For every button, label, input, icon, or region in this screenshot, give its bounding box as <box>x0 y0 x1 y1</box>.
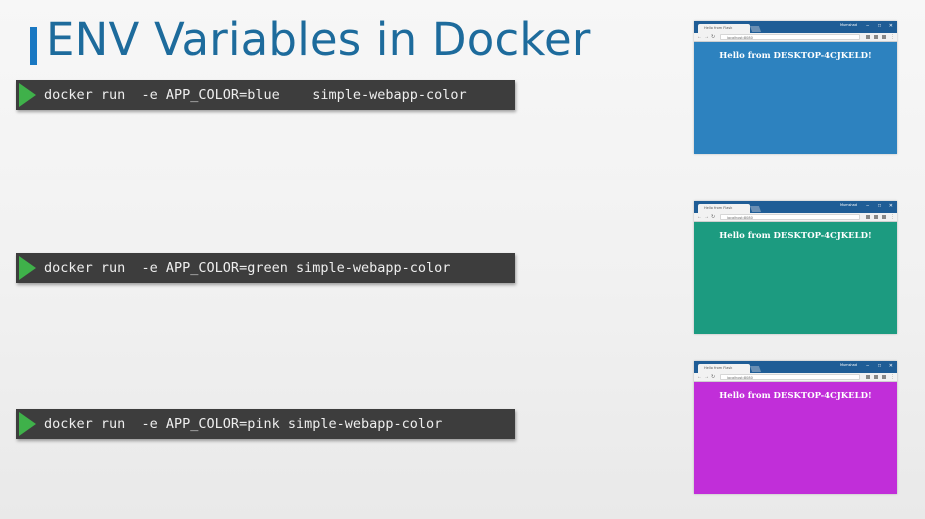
new-tab-button[interactable] <box>749 26 762 32</box>
reload-icon[interactable]: ↻ <box>711 34 716 40</box>
minimize-icon[interactable]: – <box>866 203 869 209</box>
command-text: docker run -e APP_COLOR=blue simple-weba… <box>44 87 467 103</box>
maximize-icon[interactable]: □ <box>877 23 881 29</box>
minimize-icon[interactable]: – <box>866 23 869 29</box>
close-icon[interactable]: ✕ <box>888 203 893 209</box>
browser-window-green: Hello from Flask Mumshad – □ ✕ ← → ↻ loc… <box>694 201 897 334</box>
extension-icon[interactable] <box>882 35 886 39</box>
forward-icon[interactable]: → <box>704 374 709 380</box>
page-content: Hello from DESKTOP-4CJKELD! <box>694 382 897 494</box>
hello-message: Hello from DESKTOP-4CJKELD! <box>719 51 872 61</box>
extension-icon[interactable] <box>866 375 870 379</box>
new-tab-button[interactable] <box>749 366 762 372</box>
reload-icon[interactable]: ↻ <box>711 214 716 220</box>
extension-icon[interactable] <box>874 215 878 219</box>
extension-icon[interactable] <box>866 35 870 39</box>
maximize-icon[interactable]: □ <box>877 363 881 369</box>
browser-titlebar: Hello from Flask Mumshad – □ ✕ <box>694 201 897 213</box>
profile-name[interactable]: Mumshad <box>839 203 857 207</box>
extension-icon[interactable] <box>882 215 886 219</box>
browser-titlebar: Hello from Flask Mumshad – □ ✕ <box>694 21 897 33</box>
play-arrow-icon <box>19 256 36 280</box>
close-icon[interactable]: ✕ <box>888 363 893 369</box>
browser-toolbar: ← → ↻ localhost:8080 ⋮ <box>694 33 897 42</box>
command-text: docker run -e APP_COLOR=green simple-web… <box>44 260 451 276</box>
browser-window-pink: Hello from Flask Mumshad – □ ✕ ← → ↻ loc… <box>694 361 897 494</box>
back-icon[interactable]: ← <box>697 374 702 380</box>
menu-icon[interactable]: ⋮ <box>890 34 895 40</box>
menu-icon[interactable]: ⋮ <box>890 214 895 220</box>
extension-icon[interactable] <box>882 375 886 379</box>
browser-tab[interactable]: Hello from Flask <box>698 204 750 213</box>
browser-toolbar: ← → ↻ localhost:8080 ⋮ <box>694 373 897 382</box>
forward-icon[interactable]: → <box>704 214 709 220</box>
title-accent-bar <box>30 27 37 65</box>
play-arrow-icon <box>19 412 36 436</box>
hello-message: Hello from DESKTOP-4CJKELD! <box>719 391 872 401</box>
maximize-icon[interactable]: □ <box>877 203 881 209</box>
back-icon[interactable]: ← <box>697 34 702 40</box>
browser-tab[interactable]: Hello from Flask <box>698 24 750 33</box>
address-bar[interactable]: localhost:8080 <box>720 374 860 380</box>
menu-icon[interactable]: ⋮ <box>890 374 895 380</box>
browser-toolbar: ← → ↻ localhost:8080 ⋮ <box>694 213 897 222</box>
command-text: docker run -e APP_COLOR=pink simple-weba… <box>44 416 443 432</box>
minimize-icon[interactable]: – <box>866 363 869 369</box>
command-box-green: docker run -e APP_COLOR=green simple-web… <box>16 253 515 283</box>
extension-icon[interactable] <box>874 35 878 39</box>
hello-message: Hello from DESKTOP-4CJKELD! <box>719 231 872 241</box>
forward-icon[interactable]: → <box>704 34 709 40</box>
page-content: Hello from DESKTOP-4CJKELD! <box>694 42 897 154</box>
extension-icon[interactable] <box>874 375 878 379</box>
command-box-blue: docker run -e APP_COLOR=blue simple-weba… <box>16 80 515 110</box>
play-arrow-icon <box>19 83 36 107</box>
address-bar[interactable]: localhost:8080 <box>720 34 860 40</box>
page-content: Hello from DESKTOP-4CJKELD! <box>694 222 897 334</box>
browser-window-blue: Hello from Flask Mumshad – □ ✕ ← → ↻ loc… <box>694 21 897 154</box>
reload-icon[interactable]: ↻ <box>711 374 716 380</box>
browser-titlebar: Hello from Flask Mumshad – □ ✕ <box>694 361 897 373</box>
back-icon[interactable]: ← <box>697 214 702 220</box>
slide-title: ENV Variables in Docker <box>46 13 591 66</box>
command-box-pink: docker run -e APP_COLOR=pink simple-weba… <box>16 409 515 439</box>
address-bar[interactable]: localhost:8080 <box>720 214 860 220</box>
extension-icon[interactable] <box>866 215 870 219</box>
profile-name[interactable]: Mumshad <box>839 363 857 367</box>
close-icon[interactable]: ✕ <box>888 23 893 29</box>
profile-name[interactable]: Mumshad <box>839 23 857 27</box>
browser-tab[interactable]: Hello from Flask <box>698 364 750 373</box>
new-tab-button[interactable] <box>749 206 762 212</box>
